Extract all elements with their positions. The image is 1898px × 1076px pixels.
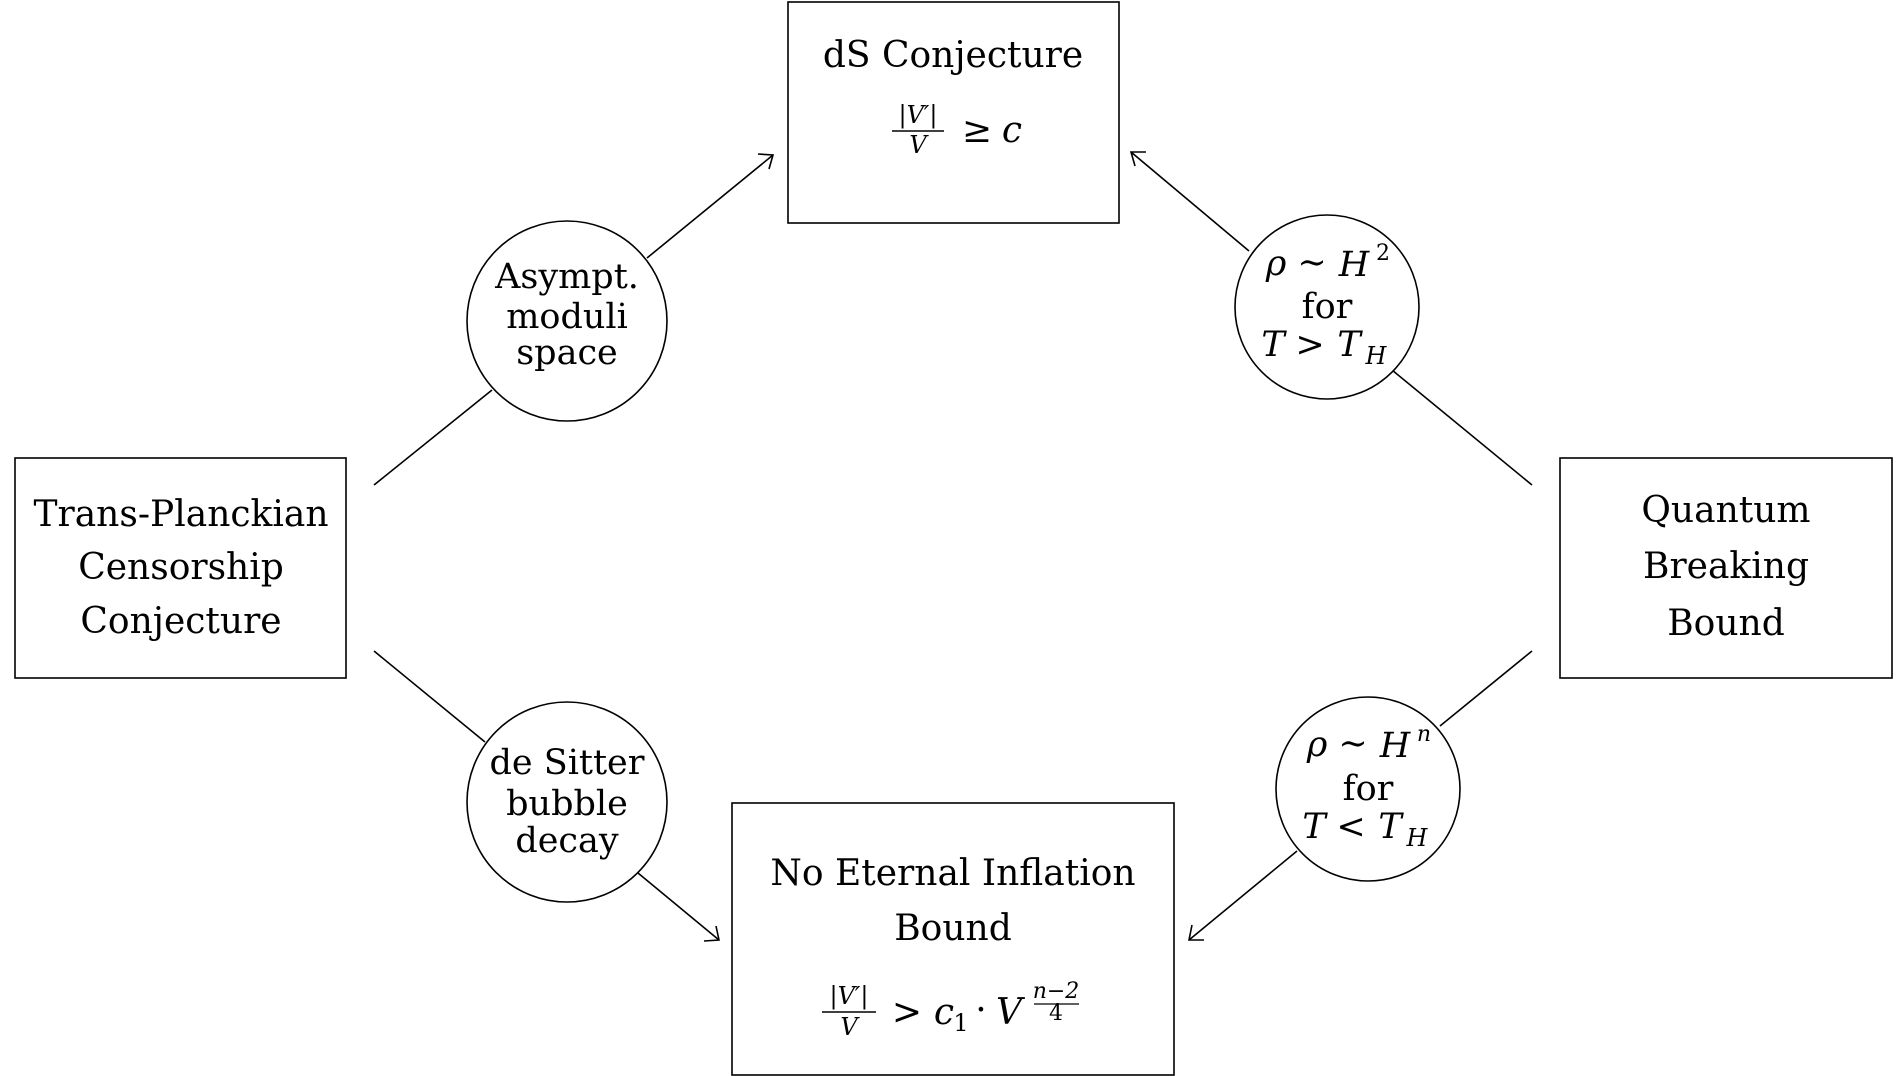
qbb-line-2: Breaking	[1643, 546, 1809, 587]
qbb-line-1: Quantum	[1641, 490, 1810, 531]
neib-formula-numerator: |V′|	[830, 982, 869, 1011]
ds-formula-numerator: |V′|	[899, 101, 938, 130]
rho-hn-T: T	[1302, 807, 1328, 847]
rho-hn-rel: <	[1336, 807, 1365, 847]
arrowhead-neib-left	[703, 925, 720, 942]
rho-h2-exp: 2	[1376, 241, 1390, 266]
neib-formula-exp-numerator: n−2	[1033, 979, 1080, 1004]
rho-h2-for: for	[1302, 287, 1353, 327]
rho-h2-H: H	[1338, 245, 1371, 285]
edge-asympt-to-ds-segment	[646, 154, 774, 259]
neib-formula-denominator: V	[840, 1013, 860, 1041]
neib-formula-dot: ·	[975, 990, 986, 1031]
edge-rho-hn-to-neib-segment	[1188, 850, 1298, 941]
tcc-box	[14, 457, 347, 679]
asympt-line-3: space	[516, 333, 618, 373]
ds-formula-relation: ≥	[962, 110, 992, 151]
edge-qbb-to-rho-h2-segment	[1391, 369, 1533, 486]
rho-h2-T: T	[1261, 325, 1287, 365]
edge-tcc-to-neib	[373, 650, 720, 942]
neib-formula-coeff: c	[934, 992, 954, 1033]
edge-label-rho-h2: ρ ∼ H 2 for T > T H	[1234, 214, 1420, 400]
arrowhead-ds-left	[757, 153, 775, 170]
edge-qbb-to-ds	[1129, 151, 1533, 486]
qbb-line-3: Bound	[1667, 603, 1785, 644]
tcc-line-2: Censorship	[78, 547, 284, 588]
rho-hn-sim: ∼	[1338, 724, 1367, 764]
qbb-box	[1559, 457, 1893, 679]
neib-formula-exp-denominator: 4	[1049, 1001, 1063, 1026]
de-sitter-bubble	[466, 701, 668, 903]
node-qbb: Quantum Breaking Bound	[1559, 457, 1893, 679]
neib-line-1: No Eternal Inflation	[770, 853, 1135, 894]
node-neib: No Eternal Inflation Bound |V′| V > c 1 …	[731, 802, 1175, 1076]
edge-qbb-to-neib	[1188, 650, 1533, 941]
de-sitter-line-2: bubble	[506, 784, 628, 824]
rho-hn-TH-sub: H	[1406, 824, 1429, 852]
asympt-line-1: Asympt.	[494, 257, 639, 297]
rho-hn-bubble	[1275, 696, 1461, 882]
neib-formula-base: V	[996, 992, 1026, 1033]
rho-h2-TH: T	[1337, 325, 1363, 365]
rho-h2-sim: ∼	[1297, 243, 1326, 283]
neib-formula-coeff-sub: 1	[953, 1009, 968, 1037]
ds-conjecture-box	[787, 1, 1120, 224]
rho-hn-exp: n	[1417, 722, 1431, 747]
edge-qbb-to-rho-hn-segment	[1439, 650, 1533, 727]
rho-h2-rho: ρ	[1265, 244, 1287, 284]
neib-box	[731, 802, 1175, 1076]
edge-label-asympt: Asympt. moduli space	[466, 220, 668, 422]
rho-h2-TH-sub: H	[1365, 342, 1388, 370]
edge-tcc-to-de-sitter-segment	[373, 650, 486, 743]
rho-hn-TH: T	[1378, 807, 1404, 847]
node-tcc: Trans-Planckian Censorship Conjecture	[14, 457, 347, 679]
ds-formula-denominator: V	[909, 131, 929, 159]
edge-label-rho-hn: ρ ∼ H n for T < T H	[1275, 696, 1461, 882]
neib-line-2: Bound	[894, 908, 1012, 949]
rho-hn-H: H	[1379, 726, 1412, 766]
tcc-line-1: Trans-Planckian	[33, 494, 328, 535]
edge-rho-h2-to-ds-segment	[1130, 151, 1250, 252]
asympt-line-2: moduli	[506, 297, 628, 337]
tcc-line-3: Conjecture	[80, 601, 281, 642]
edge-label-de-sitter: de Sitter bubble decay	[466, 701, 668, 903]
rho-hn-rho: ρ	[1306, 725, 1328, 765]
edge-tcc-to-asympt-segment	[373, 389, 493, 486]
rho-h2-rel: >	[1295, 325, 1324, 365]
ds-conjecture-title: dS Conjecture	[823, 35, 1083, 76]
rho-h2-bubble	[1234, 214, 1420, 400]
arrowhead-neib-right	[1188, 924, 1204, 941]
ds-conjecture-formula: |V′| V ≥ c	[892, 101, 1022, 159]
ds-formula-rhs: c	[1002, 110, 1022, 151]
de-sitter-line-3: decay	[515, 821, 619, 861]
de-sitter-line-1: de Sitter	[490, 743, 645, 783]
edge-tcc-to-ds	[373, 153, 775, 486]
neib-formula-relation: >	[892, 992, 922, 1033]
node-ds-conjecture: dS Conjecture |V′| V ≥ c	[787, 1, 1120, 224]
asympt-bubble	[466, 220, 668, 422]
edge-de-sitter-to-neib-segment	[637, 872, 720, 941]
rho-hn-for: for	[1343, 769, 1394, 809]
arrowhead-ds-right	[1129, 151, 1146, 167]
neib-formula: |V′| V > c 1 · V n−2 4	[822, 979, 1079, 1041]
